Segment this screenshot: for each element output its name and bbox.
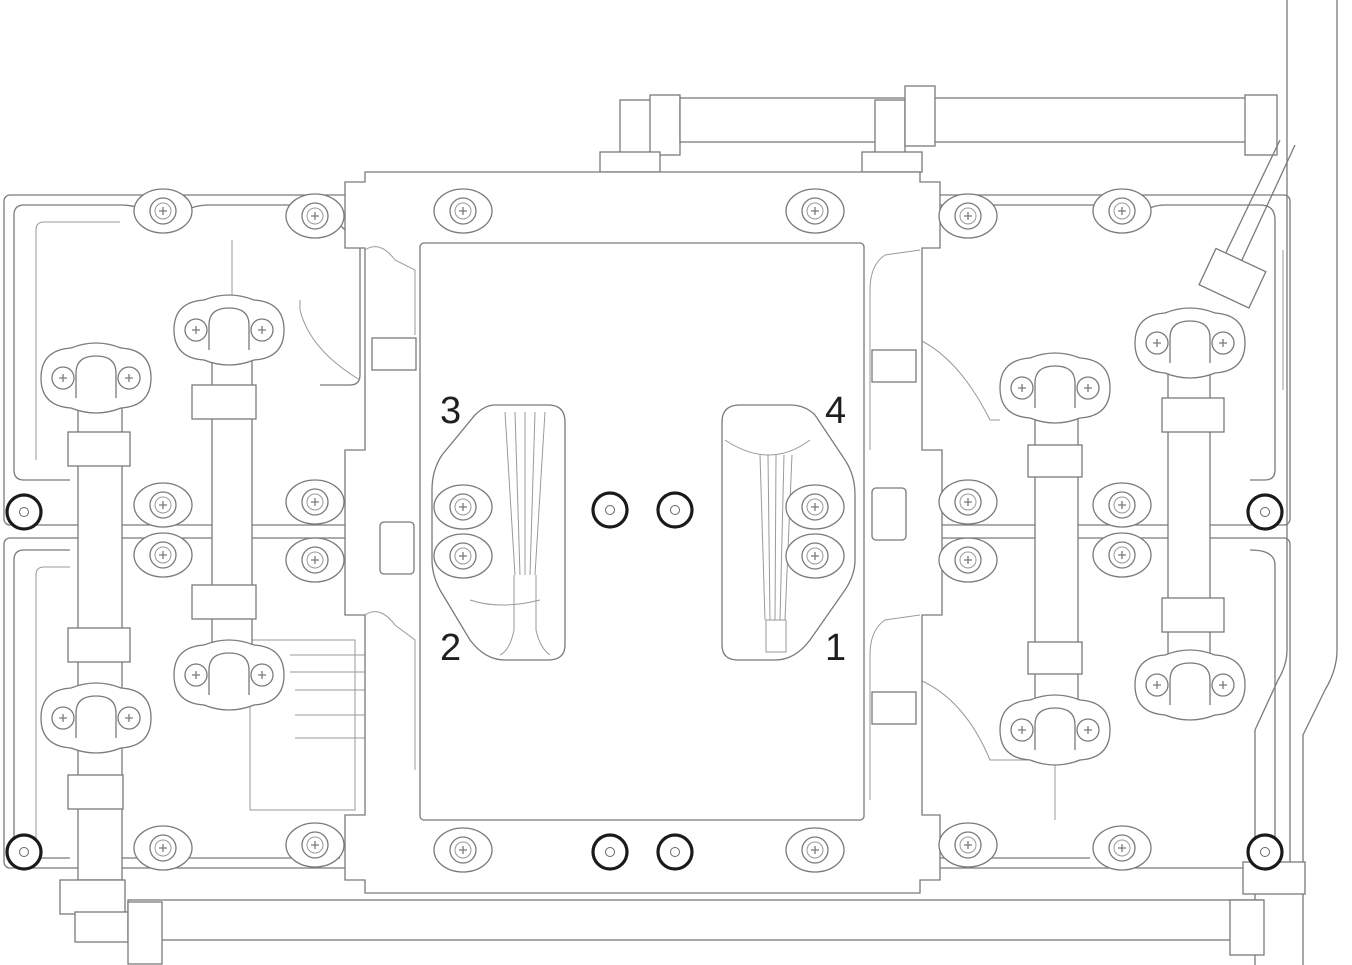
screw [433, 533, 493, 579]
callout-1: 1 [825, 627, 846, 669]
callout-2: 2 [440, 627, 461, 669]
screw [133, 188, 193, 234]
tube-fitting [1134, 307, 1246, 379]
screw [433, 827, 493, 873]
right-vertical-tube [1198, 0, 1338, 965]
tube-fitting [999, 694, 1111, 766]
left-latch [379, 521, 415, 575]
screw [1092, 532, 1152, 578]
highlighted-hole [591, 491, 629, 529]
screw [133, 532, 193, 578]
screw [285, 193, 345, 239]
highlighted-hole [591, 833, 629, 871]
screw [938, 193, 998, 239]
screw [133, 825, 193, 871]
screw [938, 479, 998, 525]
right-tubes [1027, 328, 1225, 746]
callout-4: 4 [825, 390, 846, 432]
callout-3: 3 [440, 390, 461, 432]
tube-fitting [999, 352, 1111, 424]
screw [433, 188, 493, 234]
center-bracket [344, 171, 943, 894]
screw [938, 537, 998, 583]
screw [133, 482, 193, 528]
top-tube-assembly [599, 85, 1278, 173]
highlighted-hole [656, 833, 694, 871]
tube-fitting [173, 294, 285, 366]
screw [785, 827, 845, 873]
tube-fitting [1134, 649, 1246, 721]
screw [785, 484, 845, 530]
screw [1092, 825, 1152, 871]
left-window-wires [469, 411, 551, 656]
tube-fittings [40, 294, 1246, 766]
highlighted-hole [5, 833, 43, 871]
screw [785, 533, 845, 579]
screw [938, 822, 998, 868]
highlighted-hole [1246, 833, 1284, 871]
right-window-wires [724, 439, 811, 653]
screw [433, 484, 493, 530]
highlighted-hole [5, 493, 43, 531]
screw [785, 188, 845, 234]
highlighted-screw-holes [5, 491, 1284, 871]
screw [285, 822, 345, 868]
screw [285, 479, 345, 525]
tube-fitting [40, 342, 152, 414]
screws [133, 188, 1152, 873]
screw [1092, 188, 1152, 234]
tube-fitting [40, 682, 152, 754]
tube-fitting [173, 639, 285, 711]
screw [285, 537, 345, 583]
highlighted-hole [656, 491, 694, 529]
highlighted-hole [1246, 493, 1284, 531]
screw [1092, 482, 1152, 528]
right-latch [871, 487, 907, 541]
